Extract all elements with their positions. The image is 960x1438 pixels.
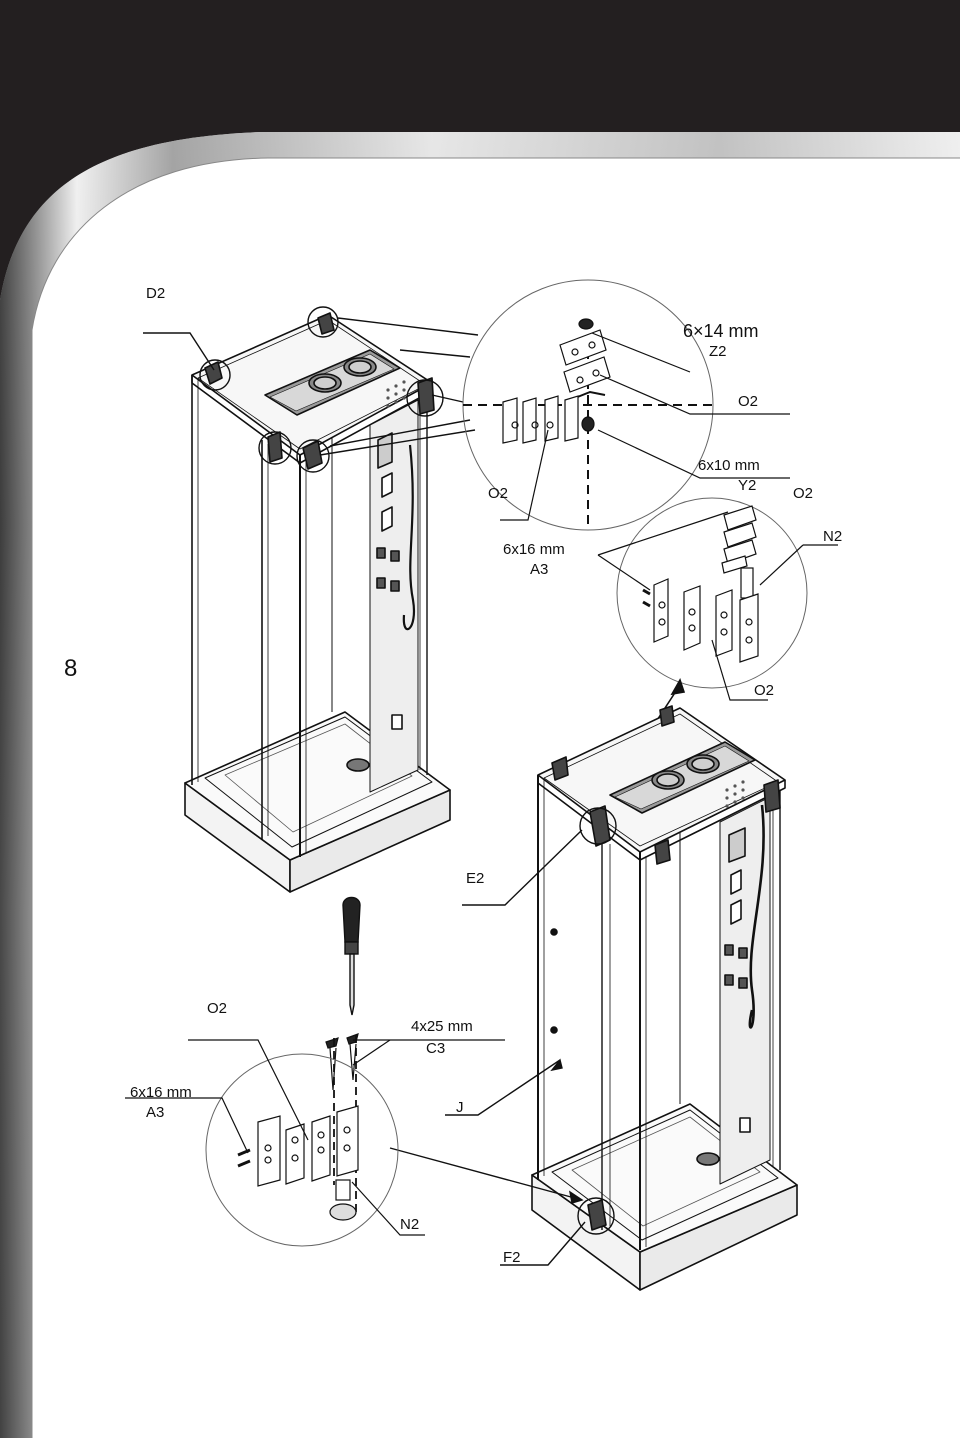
label-c3-size: 4x25 mm bbox=[411, 1018, 473, 1035]
label-n2-top: N2 bbox=[823, 528, 843, 545]
label-a3-size-top: 6x16 mm bbox=[503, 541, 565, 558]
hinge-detail-circle bbox=[597, 497, 838, 701]
label-y2: Y2 bbox=[738, 477, 757, 494]
label-o2-bottom: O2 bbox=[207, 1000, 228, 1017]
lower-leaders bbox=[389, 829, 586, 1266]
label-o2-top: O2 bbox=[738, 393, 759, 410]
label-z2: Z2 bbox=[709, 343, 727, 360]
top-detail-circle bbox=[462, 279, 790, 531]
upper-cabin bbox=[184, 306, 451, 893]
label-n2-bottom: N2 bbox=[400, 1216, 420, 1233]
label-z2-size: 6×14 mm bbox=[683, 321, 759, 341]
label-f2: F2 bbox=[503, 1249, 521, 1266]
label-a3-size-bottom: 6x16 mm bbox=[130, 1084, 192, 1101]
label-j: J bbox=[456, 1099, 464, 1116]
label-o2-left-detail: O2 bbox=[488, 485, 509, 502]
lower-cabin bbox=[531, 705, 798, 1291]
bottom-detail-circle bbox=[125, 1035, 505, 1247]
label-a3-bottom: A3 bbox=[146, 1104, 165, 1121]
label-o2-right: O2 bbox=[793, 485, 814, 502]
label-d2: D2 bbox=[146, 285, 166, 302]
upper-leaders bbox=[143, 317, 479, 456]
label-a3-top: A3 bbox=[530, 561, 549, 578]
label-c3: C3 bbox=[426, 1040, 446, 1057]
label-o2-lower-detail: O2 bbox=[754, 682, 775, 699]
label-e2: E2 bbox=[466, 870, 485, 887]
label-y2-size: 6x10 mm bbox=[698, 457, 760, 474]
page-number: 8 bbox=[64, 655, 78, 682]
screwdriver-illustration bbox=[342, 896, 361, 1016]
